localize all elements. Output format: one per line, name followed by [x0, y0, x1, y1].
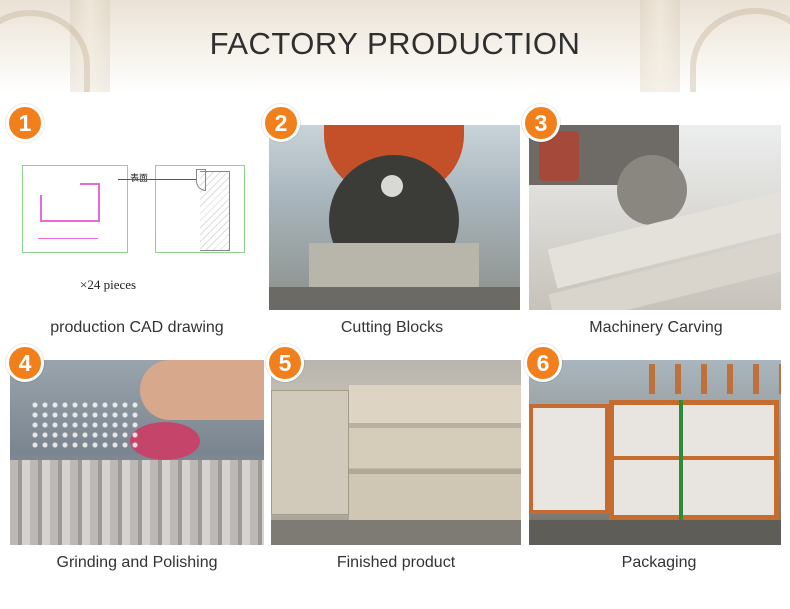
stone-stack-shape [349, 385, 521, 520]
banner-pillar-decoration [640, 0, 680, 92]
banner-arch-decoration [690, 8, 790, 92]
step-caption-4: Grinding and Polishing [56, 554, 218, 571]
worker-hand-shape [140, 360, 264, 420]
wooden-crate-shape [649, 364, 781, 394]
finished-product-image [271, 360, 521, 545]
granite-slab-shape [10, 460, 264, 545]
step-badge-3: 3 [522, 104, 560, 142]
cad-dimension-line [38, 238, 98, 239]
crate-strap-shape [679, 400, 683, 520]
step-caption-5: Finished product [336, 554, 456, 571]
stone-stack-shape [271, 390, 349, 515]
step-caption-1: production CAD drawing [50, 319, 224, 336]
cad-leader-line [118, 179, 196, 180]
step-badge-1: 1 [6, 104, 44, 142]
banner-arch-decoration [0, 10, 90, 92]
stone-block-shape [309, 243, 479, 289]
page-title: FACTORY PRODUCTION [209, 26, 581, 61]
cad-left-frame [22, 165, 128, 253]
wooden-crate-shape [609, 400, 779, 520]
saw-hub-shape [381, 175, 403, 197]
carving-wheel-shape [617, 155, 687, 225]
crate-slat-shape [609, 456, 779, 460]
step-badge-2: 2 [262, 104, 300, 142]
cad-profile-line [98, 183, 100, 222]
step-caption-6: Packaging [621, 554, 697, 571]
cad-profile-line [40, 195, 42, 222]
floor-shape [271, 520, 521, 545]
cutting-bed-shape [269, 287, 520, 310]
cad-right-frame [155, 165, 245, 253]
step-caption-3: Machinery Carving [589, 319, 723, 336]
cad-profile-line [80, 183, 100, 185]
cutting-blocks-image [269, 125, 520, 310]
grinding-polishing-image [10, 360, 264, 545]
cad-surface-note: 表面 [130, 174, 149, 184]
grinder-disc-shape [130, 422, 200, 460]
machinery-carving-image [529, 125, 781, 310]
floor-shape [529, 520, 781, 545]
header-banner: FACTORY PRODUCTION [0, 0, 790, 92]
step-badge-5: 5 [266, 344, 304, 382]
cad-drawing-image: 表面 ×24 pieces [10, 125, 264, 310]
cad-profile-line [40, 220, 100, 222]
wooden-crate-shape [529, 404, 609, 514]
cad-pieces-count: ×24 pieces [80, 277, 137, 292]
step-badge-4: 4 [6, 344, 44, 382]
packaging-image [529, 360, 781, 545]
water-spray-shape [30, 400, 140, 450]
step-badge-6: 6 [524, 344, 562, 382]
step-caption-2: Cutting Blocks [340, 319, 444, 336]
